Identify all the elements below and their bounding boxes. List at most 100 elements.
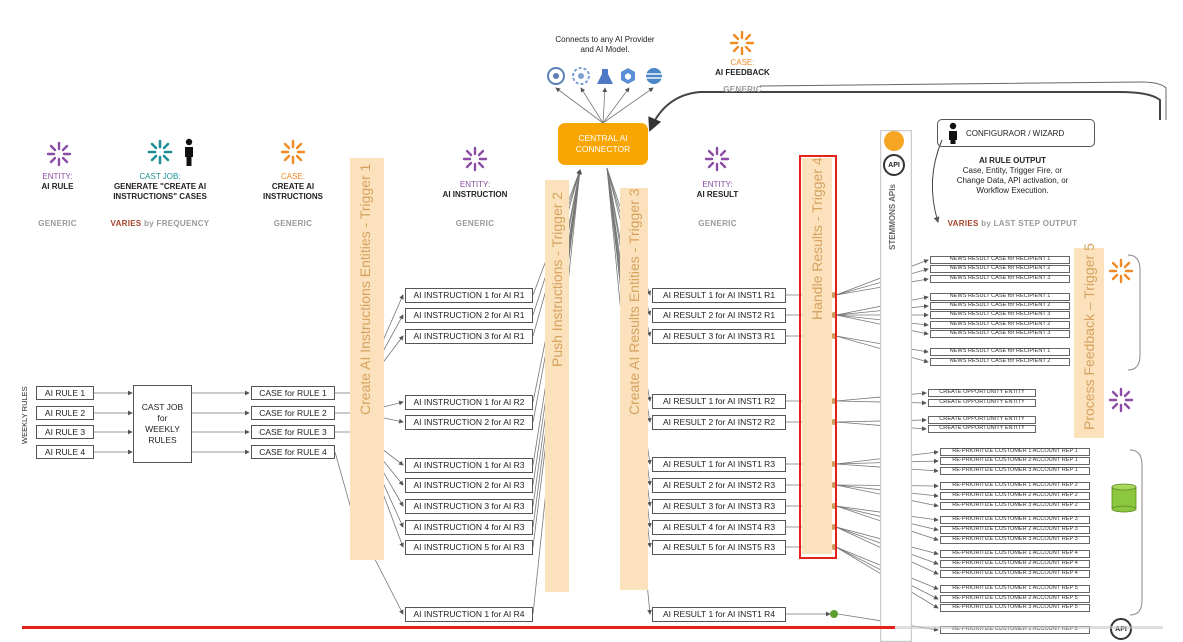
instruction-name: AI INSTRUCTION <box>442 190 508 199</box>
output-box[interactable]: RE-PRIORITIZE CUSTOMER 1 ACCOUNT REP 5 <box>940 585 1090 593</box>
output-box[interactable]: RE-PRIORITIZE CUSTOMER 3 ACCOUNT REP 1 <box>940 467 1090 475</box>
ai-rule-box[interactable]: AI RULE 1 <box>36 386 94 400</box>
case-icon <box>280 139 306 170</box>
output-box[interactable]: CREATE OPPORTUNITY ENTITY <box>928 399 1036 407</box>
trigger1-band <box>350 158 384 560</box>
output-box[interactable]: RE-PRIORITIZE CUSTOMER 2 ACCOUNT REP 2 <box>940 492 1090 500</box>
ai-result-box[interactable]: AI RESULT 2 for AI INST2 R3 <box>652 478 786 493</box>
instruction-entity-icon <box>462 146 488 177</box>
output-box[interactable]: NEWS RESULT CASE for RECIPIENT 1 <box>930 348 1070 356</box>
ai-rule-box[interactable]: AI RULE 3 <box>36 425 94 439</box>
api-orange-icon <box>884 131 904 151</box>
ai-result-box[interactable]: AI RESULT 3 for AI INST3 R3 <box>652 499 786 514</box>
ai-instruction-box[interactable]: AI INSTRUCTION 2 for AI R3 <box>405 478 533 493</box>
output-box[interactable]: NEWS RESULT CASE for RECIPIENT 2 <box>930 321 1070 329</box>
output-box[interactable]: CREATE OPPORTUNITY ENTITY <box>928 416 1036 424</box>
rule-output-title: AI RULE OUTPUT <box>978 156 1047 165</box>
rule-output-line1: Case, Entity, Trigger Fire, or <box>962 166 1063 175</box>
output-box[interactable]: RE-PRIORITIZE CUSTOMER 2 ACCOUNT REP 3 <box>940 526 1090 534</box>
api-badge-bottom-text: API <box>1115 625 1127 633</box>
output-box[interactable]: NEWS RESULT CASE for RECIPIENT 3 <box>930 311 1070 319</box>
case-name1: CREATE AI <box>271 182 315 191</box>
output-box[interactable]: RE-PRIORITIZE CUSTOMER 3 ACCOUNT REP 4 <box>940 570 1090 578</box>
instruction-generic: GENERIC <box>455 219 495 228</box>
provider-hex-icon <box>621 68 635 84</box>
ai-result-box[interactable]: AI RESULT 1 for AI INST1 R4 <box>652 607 786 622</box>
cast-job-line3: WEEKLY <box>145 424 180 434</box>
output-box[interactable]: NEWS RESULT CASE for RECIPIENT 1 <box>930 293 1070 301</box>
ai-rule-box[interactable]: AI RULE 2 <box>36 406 94 420</box>
result-generic: GENERIC <box>698 219 737 228</box>
output-box[interactable]: RE-PRIORITIZE CUSTOMER 3 ACCOUNT REP 2 <box>940 502 1090 510</box>
trigger2-band <box>545 180 569 592</box>
ai-instruction-box[interactable]: AI INSTRUCTION 1 for AI R1 <box>405 288 533 303</box>
output-box[interactable]: RE-PRIORITIZE CUSTOMER 2 ACCOUNT REP 5 <box>940 595 1090 603</box>
ai-result-box[interactable]: AI RESULT 1 for AI INST1 R2 <box>652 394 786 409</box>
ai-instruction-box[interactable]: AI INSTRUCTION 2 for AI R1 <box>405 308 533 323</box>
ai-instruction-box[interactable]: AI INSTRUCTION 3 for AI R1 <box>405 329 533 344</box>
wizard-label: CONFIGURAOR / WIZARD <box>966 128 1065 138</box>
ai-result-box[interactable]: AI RESULT 5 for AI INST5 R3 <box>652 540 786 555</box>
output-box[interactable]: RE-PRIORITIZE CUSTOMER 1 ACCOUNT REP 1 <box>940 448 1090 456</box>
rule-entity-icon <box>46 141 72 172</box>
output-box[interactable]: RE-PRIORITIZE CUSTOMER 1 ACCOUNT REP 3 <box>940 516 1090 524</box>
api-badge-text: API <box>888 161 900 169</box>
output-box[interactable]: NEWS RESULT CASE for RECIPIENT 2 <box>930 358 1070 366</box>
stemmons-apis-band <box>880 130 912 642</box>
output-box[interactable]: RE-PRIORITIZE CUSTOMER 1 ACCOUNT REP 4 <box>940 550 1090 558</box>
castjob-kind: CAST JOB: <box>139 172 181 181</box>
castjob-name1: GENERATE "CREATE AI <box>113 182 207 191</box>
cast-job-box[interactable]: CAST JOB for WEEKLY RULES <box>133 385 192 463</box>
provider-flask-icon <box>597 69 613 84</box>
ai-instruction-box[interactable]: AI INSTRUCTION 1 for AI R2 <box>405 395 533 410</box>
rule-header: ENTITY: AI RULE <box>20 172 95 192</box>
output-box[interactable]: RE-PRIORITIZE CUSTOMER 2 ACCOUNT REP 1 <box>940 457 1090 465</box>
central-ai-connector[interactable]: CENTRAL AI CONNECTOR <box>558 123 648 165</box>
ai-result-box[interactable]: AI RESULT 2 for AI INST2 R2 <box>652 415 786 430</box>
ai-instruction-box[interactable]: AI INSTRUCTION 1 for AI R4 <box>405 607 533 622</box>
output-box[interactable]: NEWS RESULT CASE for RECIPIENT 2 <box>930 302 1070 310</box>
castjob-header: CAST JOB: GENERATE "CREATE AI INSTRUCTIO… <box>100 172 220 202</box>
output-box[interactable]: RE-PRIORITIZE CUSTOMER 1 ACCOUNT REP 2 <box>940 482 1090 490</box>
feedback-name: AI FEEDBACK <box>715 68 770 77</box>
feedback-loop-line <box>648 91 1161 132</box>
case-header: CASE: CREATE AI INSTRUCTIONS <box>248 172 338 202</box>
ai-result-box[interactable]: AI RESULT 3 for AI INST3 R1 <box>652 329 786 344</box>
wizard-arrow <box>931 139 943 223</box>
output-box[interactable]: RE-PRIORITIZE CUSTOMER 3 ACCOUNT REP 3 <box>940 536 1090 544</box>
case-box[interactable]: CASE for RULE 1 <box>251 386 335 400</box>
opportunity-entity-icon <box>1108 387 1134 418</box>
ai-result-box[interactable]: AI RESULT 1 for AI INST1 R3 <box>652 457 786 472</box>
output-box[interactable]: CREATE OPPORTUNITY ENTITY <box>928 389 1036 397</box>
ai-instruction-box[interactable]: AI INSTRUCTION 2 for AI R2 <box>405 415 533 430</box>
output-box[interactable]: NEWS RESULT CASE for RECIPIENT 1 <box>930 256 1070 264</box>
ai-instruction-box[interactable]: AI INSTRUCTION 1 for AI R3 <box>405 458 533 473</box>
rule-output-line3: Workflow Execution. <box>976 186 1049 195</box>
result-name: AI RESULT <box>696 190 739 199</box>
ai-result-box[interactable]: AI RESULT 4 for AI INST4 R3 <box>652 520 786 535</box>
connector-line <box>602 87 630 124</box>
trigger3-band <box>620 188 648 590</box>
output-box[interactable]: RE-PRIORITIZE CUSTOMER 2 ACCOUNT REP 4 <box>940 560 1090 568</box>
output-box[interactable]: NEWS RESULT CASE for RECIPIENT 3 <box>930 275 1070 283</box>
output-box[interactable]: RE-PRIORITIZE CUSTOMER 3 ACCOUNT REP 5 <box>940 604 1090 612</box>
case-box[interactable]: CASE for RULE 3 <box>251 425 335 439</box>
bracket-rep <box>1129 449 1143 616</box>
output-box[interactable]: NEWS RESULT CASE for RECIPIENT 3 <box>930 330 1070 338</box>
ai-result-box[interactable]: AI RESULT 1 for AI INST1 R1 <box>652 288 786 303</box>
central-line2: CONNECTOR <box>575 144 631 154</box>
rule-name: AI RULE <box>41 182 74 191</box>
ai-instruction-box[interactable]: AI INSTRUCTION 4 for AI R3 <box>405 520 533 535</box>
case-box[interactable]: CASE for RULE 4 <box>251 445 335 459</box>
ai-instruction-box[interactable]: AI INSTRUCTION 5 for AI R3 <box>405 540 533 555</box>
trigger5-label: Process Feedback – Trigger 5 <box>1081 243 1097 430</box>
output-box[interactable]: NEWS RESULT CASE for RECIPIENT 2 <box>930 265 1070 273</box>
feedback-case-icon <box>729 30 755 61</box>
case-box[interactable]: CASE for RULE 2 <box>251 406 335 420</box>
ai-instruction-box[interactable]: AI INSTRUCTION 3 for AI R3 <box>405 499 533 514</box>
output-varies-rest: by LAST STEP OUTPUT <box>978 219 1078 228</box>
video-progress-track[interactable] <box>22 626 1163 629</box>
ai-rule-box[interactable]: AI RULE 4 <box>36 445 94 459</box>
ai-result-box[interactable]: AI RESULT 2 for AI INST2 R1 <box>652 308 786 323</box>
output-box[interactable]: CREATE OPPORTUNITY ENTITY <box>928 425 1036 433</box>
